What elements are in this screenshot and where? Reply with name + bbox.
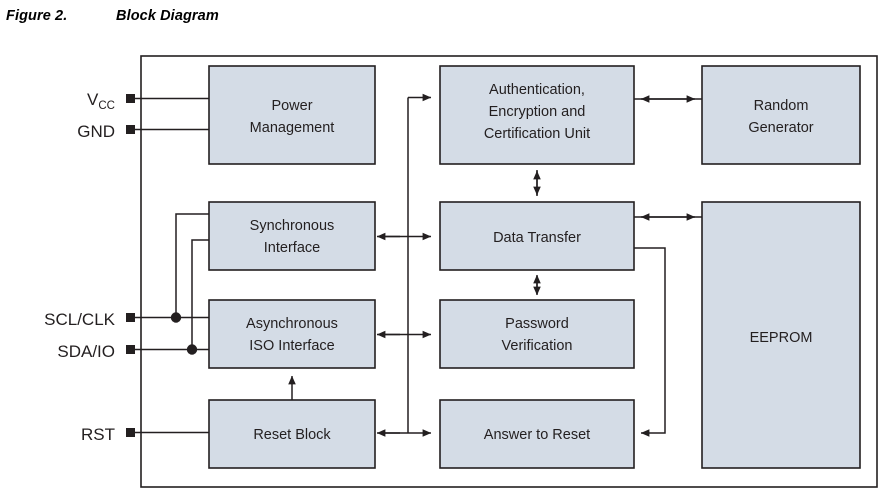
- wire-sclclk-to-synchronous-interface: [175, 213, 209, 318]
- junction-dot-sdaio: [186, 344, 198, 355]
- block-label-line: Generator: [748, 120, 813, 136]
- block-label-line: Answer to Reset: [484, 427, 590, 443]
- block-label-line: Data Transfer: [493, 230, 581, 246]
- block-label-line: EEPROM: [750, 330, 813, 346]
- figure-title: Block Diagram: [116, 8, 219, 24]
- pin-square-vcc: [126, 94, 135, 103]
- wire-data-to-answer-to-reset: [634, 247, 666, 437]
- pin-square-sclclk: [126, 313, 135, 322]
- block-label-line: Verification: [502, 338, 573, 354]
- block-label-line: Asynchronous: [246, 316, 338, 332]
- block-synchronous-interface[interactable]: Synchronous Interface: [208, 201, 376, 271]
- block-label-line: Random: [754, 98, 809, 114]
- block-reset-block[interactable]: Reset Block: [208, 399, 376, 469]
- figure-caption: Figure 2. Block Diagram: [6, 8, 219, 24]
- pin-label-vcc-subscript: CC: [98, 100, 115, 112]
- block-label-line: Encryption and: [489, 104, 586, 120]
- block-asynchronous-iso-interface[interactable]: Asynchronous ISO Interface: [208, 299, 376, 369]
- block-label-line: Certification Unit: [484, 126, 590, 142]
- block-label-line: Reset Block: [253, 427, 331, 443]
- block-label-line: Password: [505, 316, 569, 332]
- chip-boundary: [140, 55, 878, 488]
- pin-square-gnd: [126, 125, 135, 134]
- pin-label-gnd: GND: [77, 122, 115, 141]
- pin-label-vcc-text: V: [87, 90, 99, 109]
- block-label-line: Interface: [264, 240, 320, 256]
- block-label-line: Synchronous: [250, 218, 335, 234]
- pin-label-sclclk: SCL/CLK: [44, 310, 116, 329]
- block-password-verification[interactable]: Password Verification: [439, 299, 635, 369]
- pin-label-vcc: VCC: [87, 90, 115, 112]
- pin-square-sdaio: [126, 345, 135, 354]
- block-power-management[interactable]: Power Management: [208, 65, 376, 165]
- block-data-transfer[interactable]: Data Transfer: [439, 201, 635, 271]
- block-label-line: Management: [250, 120, 335, 136]
- block-random-generator[interactable]: Random Generator: [701, 65, 861, 165]
- pin-label-rst: RST: [81, 425, 115, 444]
- figure-number: Figure 2.: [6, 8, 68, 24]
- block-label-line: ISO Interface: [249, 338, 334, 354]
- block-eeprom[interactable]: EEPROM: [701, 201, 861, 469]
- junction-dot-sclclk: [170, 312, 182, 323]
- block-answer-to-reset[interactable]: Answer to Reset: [439, 399, 635, 469]
- pin-square-rst: [126, 428, 135, 437]
- wire-sdaio-to-synchronous-interface: [191, 239, 209, 350]
- pin-label-sdaio: SDA/IO: [57, 342, 115, 361]
- block-label-line: Power: [271, 98, 312, 114]
- block-label-line: Authentication,: [489, 82, 585, 98]
- block-authentication-encryption-certification-unit[interactable]: Authentication, Encryption and Certifica…: [439, 65, 635, 165]
